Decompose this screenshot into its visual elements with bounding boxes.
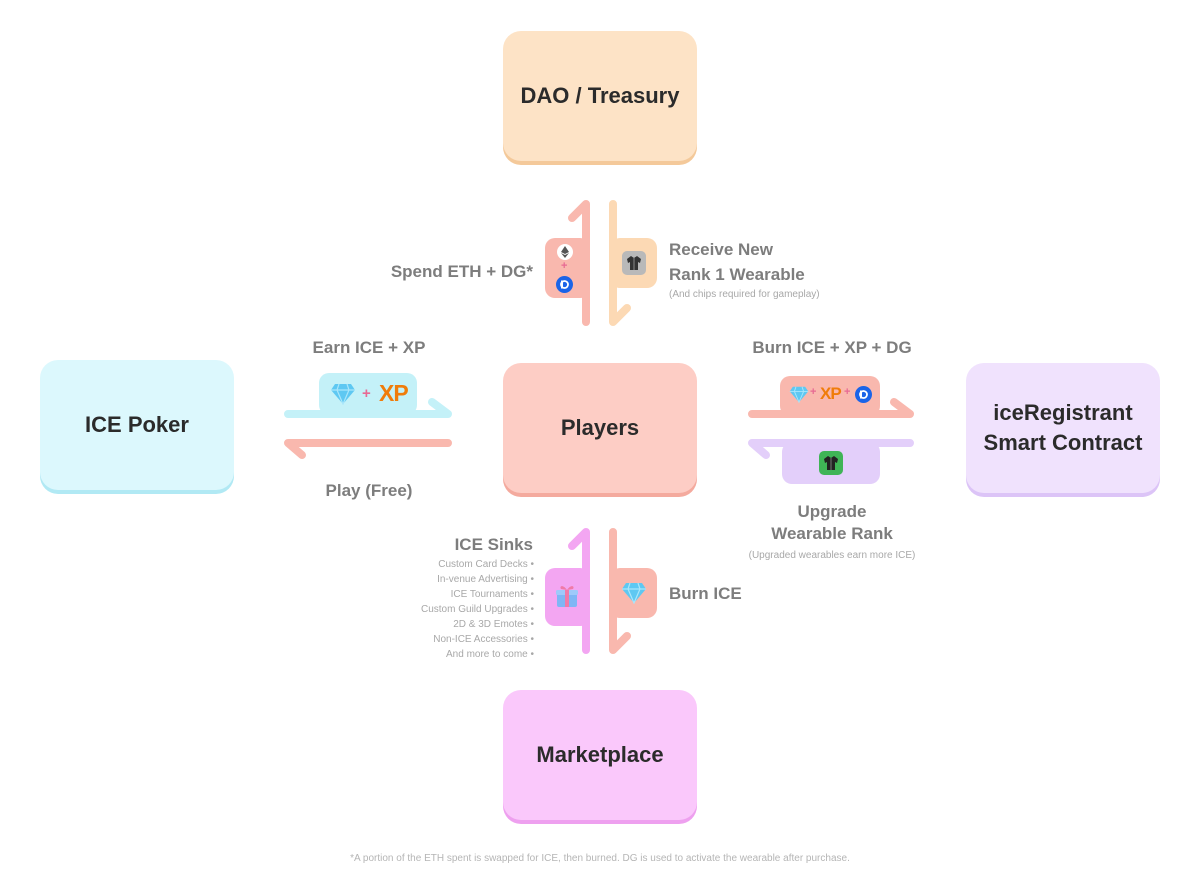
label-spend-eth-dg: Spend ETH + DG* <box>390 262 533 281</box>
sink-item: Custom Guild Upgrades • <box>421 604 534 615</box>
sink-item: 2D & 3D Emotes • <box>453 619 534 630</box>
sink-item: And more to come • <box>446 649 534 660</box>
dg-icon <box>855 386 872 403</box>
node-marketplace-label: Marketplace <box>536 742 664 767</box>
label-earn-ice-xp: Earn ICE + XP <box>312 338 426 357</box>
node-ice-registrant-line2: Smart Contract <box>983 430 1143 455</box>
eth-icon <box>557 244 573 260</box>
node-ice-registrant: iceRegistrant Smart Contract <box>966 363 1160 493</box>
node-players-label: Players <box>560 415 640 440</box>
node-players: Players <box>503 363 697 493</box>
sink-item: Custom Card Decks • <box>438 559 534 570</box>
sink-item: Non-ICE Accessories • <box>433 634 534 645</box>
label-burn-ice: Burn ICE <box>669 584 742 603</box>
node-dao-treasury: DAO / Treasury <box>503 31 697 161</box>
plus-sign: + <box>810 386 817 398</box>
footnote: *A portion of the ETH spent is swapped f… <box>350 853 850 864</box>
jacket-upgraded-icon <box>819 451 843 475</box>
node-ice-poker-label: ICE Poker <box>85 412 189 437</box>
xp-badge: XP <box>379 380 409 406</box>
jacket-icon <box>622 251 646 275</box>
node-marketplace: Marketplace <box>503 690 697 820</box>
gift-icon <box>554 583 580 609</box>
label-receive-line1: Receive New <box>669 240 773 259</box>
arrow-play <box>284 439 452 459</box>
label-receive-line2: Rank 1 Wearable <box>669 265 805 284</box>
node-ice-registrant-line1: iceRegistrant <box>993 400 1133 425</box>
label-burn-ice-xp-dg: Burn ICE + XP + DG <box>752 338 912 357</box>
diamond-icon <box>621 582 647 604</box>
plus-sign: + <box>362 385 371 402</box>
label-ice-sinks: ICE Sinks <box>454 535 533 554</box>
label-upgrade-line1: Upgrade <box>797 502 867 521</box>
plus-sign: + <box>844 386 851 398</box>
plus-sign: + <box>561 260 568 272</box>
sink-item: In-venue Advertising • <box>437 574 534 585</box>
dg-icon <box>556 276 573 293</box>
xp-badge: XP <box>820 384 842 403</box>
diamond-icon <box>789 386 809 403</box>
sink-item: ICE Tournaments • <box>450 589 534 600</box>
node-ice-poker: ICE Poker <box>40 360 234 490</box>
node-dao-treasury-label: DAO / Treasury <box>520 83 680 108</box>
label-receive-note: (And chips required for gameplay) <box>669 289 820 300</box>
label-upgrade-note: (Upgraded wearables earn more ICE) <box>748 550 916 561</box>
diamond-icon <box>330 383 356 405</box>
label-upgrade-line2: Wearable Rank <box>771 524 893 543</box>
label-play-free: Play (Free) <box>325 481 413 500</box>
ice-sinks-list: Custom Card Decks • In-venue Advertising… <box>374 559 534 664</box>
